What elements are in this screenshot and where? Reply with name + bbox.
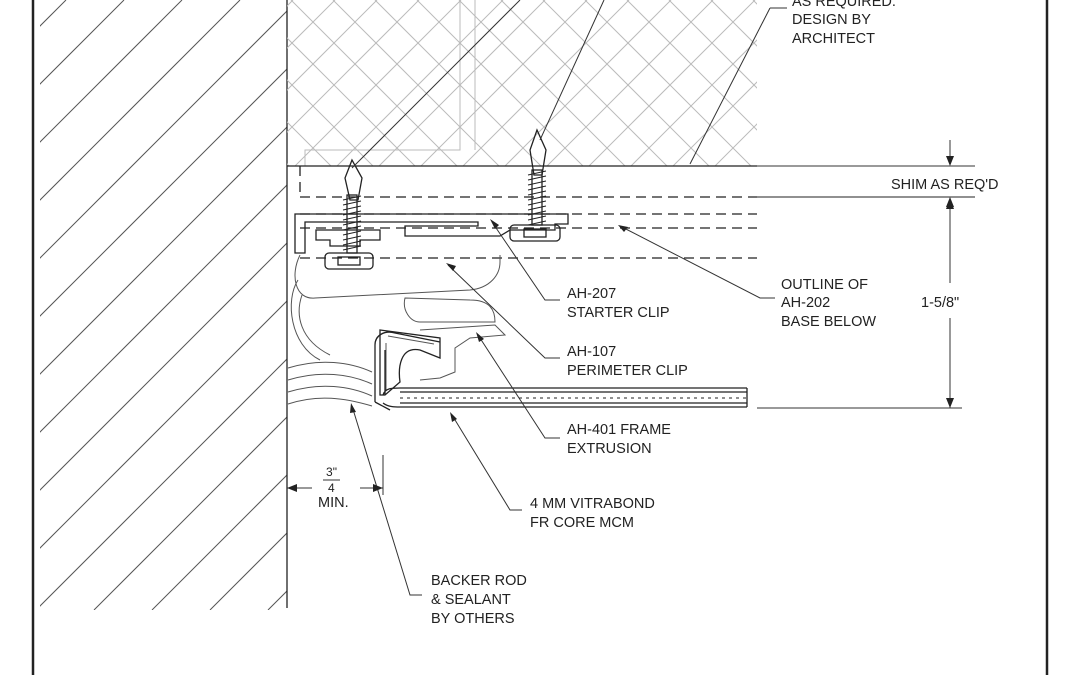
leader-mcm [451, 414, 522, 511]
backer-rod-label: BACKER ROD & SEALANT BY OTHERS [431, 573, 531, 627]
gap-min-label: MIN. [318, 495, 349, 511]
leader-outline [619, 225, 775, 299]
leader-top-3 [689, 7, 771, 165]
leader-frame [477, 334, 560, 439]
frame-extrusion-label: AH-401 FRAME EXTRUSION [567, 422, 675, 457]
dimension-label: 1-5/8" [921, 295, 959, 311]
leader-perimeter [447, 264, 560, 359]
mcm-panel-face [374, 401, 391, 411]
gap-fraction-denominator: 4 [328, 481, 335, 495]
perimeter-clip-curve [290, 279, 331, 361]
outline-label: OUTLINE OF AH-202 BASE BELOW [781, 277, 876, 330]
screw-left [324, 158, 374, 270]
dimension-1-5-8 [757, 165, 975, 409]
perimeter-clip [294, 254, 501, 323]
frame-extrusion-inner [385, 335, 435, 390]
screw-right [509, 128, 561, 242]
frame-extrusion [379, 329, 441, 396]
leader-top-2 [539, 0, 605, 141]
leader-top-1 [351, 0, 521, 169]
perimeter-clip-label: AH-107 PERIMETER CLIP [567, 344, 688, 379]
leader-starter [491, 221, 560, 301]
starter-clip-label: AH-207 STARTER CLIP [567, 286, 670, 321]
gap-fraction-numerator: 3" [326, 465, 337, 479]
frame-extrusion-body [419, 324, 507, 381]
shim-label: SHIM AS REQ'D [891, 177, 999, 193]
leader-backer [351, 405, 422, 596]
sealant-curves [287, 361, 373, 407]
starter-clip [294, 213, 569, 254]
substrate-inner-outline [304, 0, 461, 166]
mcm-label: 4 MM VITRABOND FR CORE MCM [530, 496, 659, 531]
wall-hatch [40, 0, 287, 610]
top-note-label: AS REQUIRED. DESIGN BY ARCHITECT [792, 0, 900, 47]
gap-dimension [287, 455, 384, 495]
mcm-panel [374, 331, 747, 408]
substrate-crosshatch [287, 0, 757, 166]
